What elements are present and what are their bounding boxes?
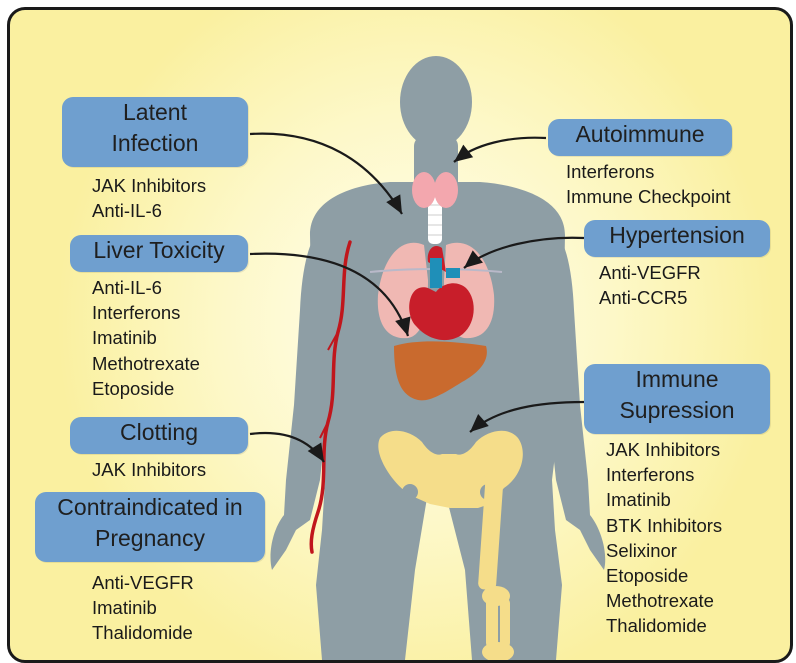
drug-item: Etoposide [606, 563, 722, 588]
drug-item: Interferons [606, 462, 722, 487]
clotting-box: Clotting [70, 417, 248, 454]
pregnancy-title-line1: Contraindicated in [35, 492, 265, 523]
drug-item: Thalidomide [606, 613, 722, 638]
clotting-drugs: JAK Inhibitors [92, 457, 206, 482]
drug-item: Thalidomide [92, 620, 194, 645]
latent-infection-box: Latent Infection [62, 97, 248, 167]
autoimmune-drugs: Interferons Immune Checkpoint [566, 159, 731, 209]
drug-item: JAK Inhibitors [606, 437, 722, 462]
hypertension-box: Hypertension [584, 220, 770, 257]
pregnancy-drugs: Anti-VEGFR Imatinib Thalidomide [92, 570, 194, 646]
drug-item: Imatinib [92, 325, 200, 350]
drug-item: Interferons [92, 300, 200, 325]
drug-item: Anti-IL-6 [92, 198, 206, 223]
immune-supression-box: Immune Supression [584, 364, 770, 434]
drug-item: JAK Inhibitors [92, 173, 206, 198]
drug-item: Methotrexate [92, 351, 200, 376]
immune-supression-title-line1: Immune [584, 364, 770, 395]
immune-supression-title-line2: Supression [584, 395, 770, 426]
hypertension-title: Hypertension [584, 220, 770, 251]
liver-toxicity-box: Liver Toxicity [70, 235, 248, 272]
liver-toxicity-title: Liver Toxicity [70, 235, 248, 266]
drug-item: Methotrexate [606, 588, 722, 613]
drug-item: BTK Inhibitors [606, 513, 722, 538]
drug-item: Interferons [566, 159, 731, 184]
drug-item: Anti-VEGFR [599, 260, 701, 285]
hypertension-drugs: Anti-VEGFR Anti-CCR5 [599, 260, 701, 310]
pregnancy-box: Contraindicated in Pregnancy [35, 492, 265, 562]
liver-toxicity-drugs: Anti-IL-6 Interferons Imatinib Methotrex… [92, 275, 200, 401]
drug-item: Anti-CCR5 [599, 285, 701, 310]
drug-item: Immune Checkpoint [566, 184, 731, 209]
drug-item: Anti-IL-6 [92, 275, 200, 300]
drug-item: Imatinib [92, 595, 194, 620]
pregnancy-title-line2: Pregnancy [35, 523, 265, 554]
latent-infection-title-line1: Latent [62, 97, 248, 128]
drug-item: Etoposide [92, 376, 200, 401]
drug-item: Selixinor [606, 538, 722, 563]
drug-item: JAK Inhibitors [92, 457, 206, 482]
latent-infection-title-line2: Infection [62, 128, 248, 159]
drug-item: Imatinib [606, 487, 722, 512]
autoimmune-box: Autoimmune [548, 119, 732, 156]
immune-supression-drugs: JAK Inhibitors Interferons Imatinib BTK … [606, 437, 722, 639]
clotting-title: Clotting [70, 417, 248, 448]
autoimmune-title: Autoimmune [548, 119, 732, 150]
latent-infection-drugs: JAK Inhibitors Anti-IL-6 [92, 173, 206, 223]
diagram-panel: Latent Infection JAK Inhibitors Anti-IL-… [7, 7, 793, 663]
drug-item: Anti-VEGFR [92, 570, 194, 595]
